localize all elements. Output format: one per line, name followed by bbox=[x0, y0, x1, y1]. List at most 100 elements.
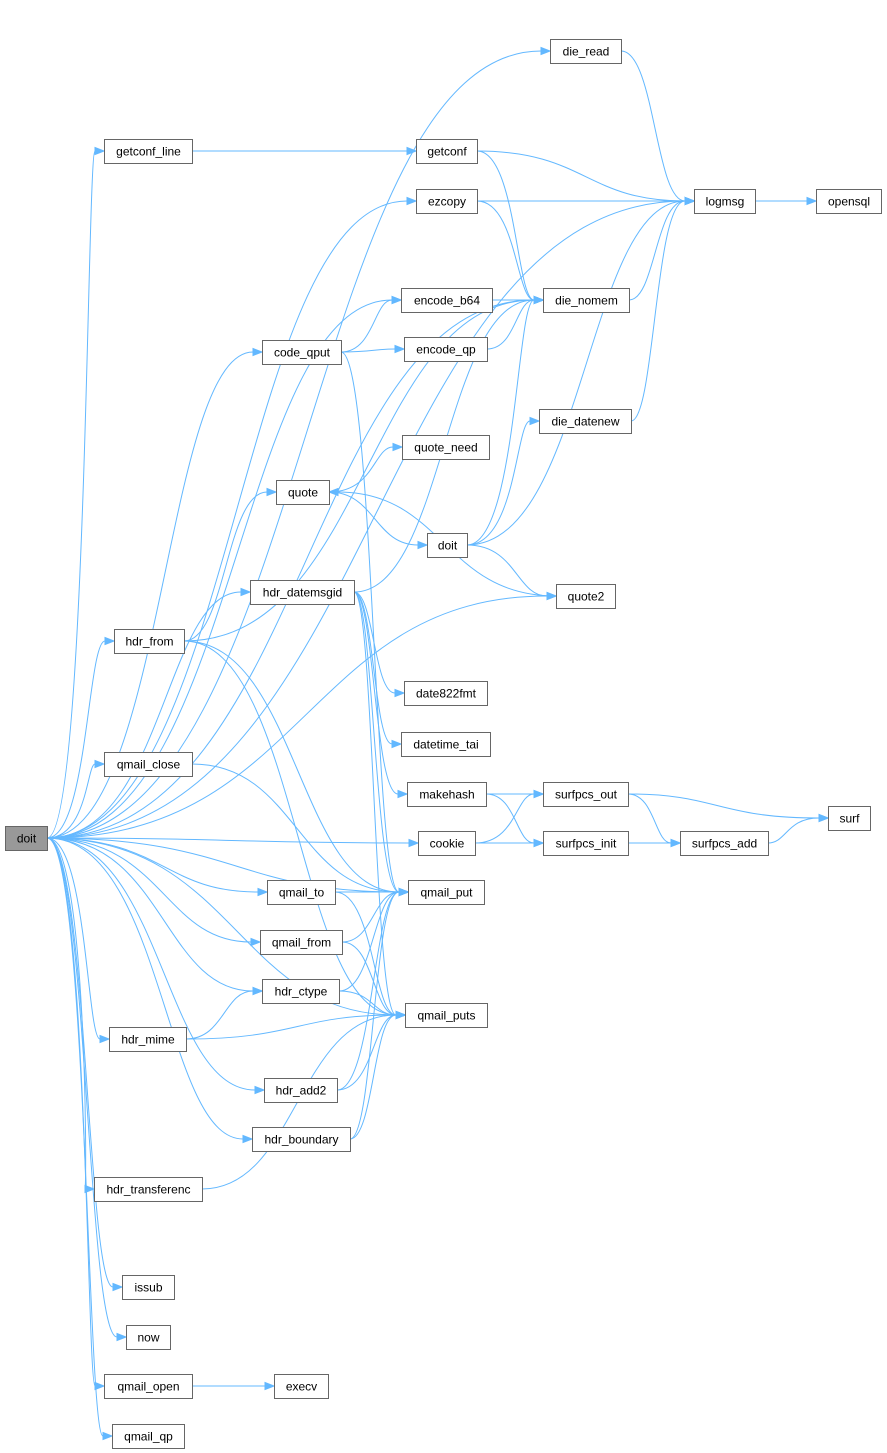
node-qmail_put[interactable]: qmail_put bbox=[408, 880, 485, 905]
edge-arrowhead bbox=[266, 487, 278, 497]
edge-doit_root-to-hdr_boundary bbox=[46, 837, 254, 1144]
node-qmail_close[interactable]: qmail_close bbox=[104, 752, 193, 777]
edge-doit2-to-logmsg bbox=[466, 196, 696, 546]
edge-line bbox=[46, 351, 254, 839]
node-box bbox=[407, 782, 487, 807]
node-qmail_to[interactable]: qmail_to bbox=[267, 880, 336, 905]
edge-arrowhead bbox=[417, 540, 429, 550]
edge-arrowhead bbox=[252, 986, 264, 996]
node-surf[interactable]: surf bbox=[828, 806, 871, 831]
edge-line bbox=[466, 299, 535, 546]
node-hdr_ctype[interactable]: hdr_ctype bbox=[262, 979, 340, 1004]
node-surfpcs_out[interactable]: surfpcs_out bbox=[543, 782, 629, 807]
node-doit_root: doit bbox=[5, 826, 48, 851]
node-label: quote bbox=[288, 486, 318, 500]
node-label: hdr_datemsgid bbox=[263, 586, 342, 600]
node-date822fmt[interactable]: date822fmt bbox=[404, 681, 488, 706]
node-label: doit bbox=[17, 832, 37, 846]
edge-line bbox=[328, 446, 394, 493]
node-getconf_line[interactable]: getconf_line bbox=[104, 139, 193, 164]
edge-line bbox=[46, 595, 548, 839]
node-label: execv bbox=[286, 1380, 317, 1394]
node-surfpcs_init[interactable]: surfpcs_init bbox=[543, 831, 629, 856]
edge-die_nomem-to-logmsg bbox=[628, 196, 696, 301]
node-now[interactable]: now bbox=[126, 1325, 171, 1350]
edge-line bbox=[183, 640, 400, 893]
node-label: encode_b64 bbox=[414, 294, 480, 308]
node-label: qmail_open bbox=[117, 1380, 179, 1394]
node-box bbox=[264, 1078, 338, 1103]
node-die_read[interactable]: die_read bbox=[550, 39, 622, 64]
node-hdr_from[interactable]: hdr_from bbox=[114, 629, 185, 654]
edge-line bbox=[353, 591, 399, 795]
edge-getconf-to-die_nomem bbox=[476, 150, 545, 305]
edge-line bbox=[334, 891, 397, 1016]
node-box bbox=[694, 189, 756, 214]
edge-line bbox=[183, 299, 535, 642]
node-hdr_mime[interactable]: hdr_mime bbox=[109, 1027, 187, 1052]
edge-line bbox=[46, 200, 686, 839]
node-die_datenew[interactable]: die_datenew bbox=[539, 409, 632, 434]
node-hdr_datemsgid[interactable]: hdr_datemsgid bbox=[250, 580, 355, 605]
edge-line bbox=[353, 591, 397, 1016]
edge-line bbox=[46, 200, 408, 839]
edge-arrowhead bbox=[540, 46, 552, 56]
node-label: qmail_to bbox=[279, 886, 325, 900]
node-hdr_add2[interactable]: hdr_add2 bbox=[264, 1078, 338, 1103]
edge-line bbox=[46, 837, 256, 1091]
edge-arrowhead bbox=[94, 1381, 106, 1391]
edge-hdr_ctype-to-qmail_put bbox=[338, 887, 410, 992]
edge-arrowhead bbox=[254, 1085, 266, 1095]
edge-doit_root-to-code_qput bbox=[46, 347, 264, 839]
node-doit2[interactable]: doit bbox=[427, 533, 468, 558]
node-label: hdr_transferenc bbox=[106, 1183, 190, 1197]
node-qmail_open[interactable]: qmail_open bbox=[104, 1374, 193, 1399]
edge-doit2-to-quote2 bbox=[466, 544, 558, 601]
node-ezcopy[interactable]: ezcopy bbox=[416, 189, 478, 214]
node-die_nomem[interactable]: die_nomem bbox=[543, 288, 630, 313]
node-label: surf bbox=[839, 812, 860, 826]
node-opensql[interactable]: opensql bbox=[816, 189, 882, 214]
node-label: surfpcs_out bbox=[555, 788, 618, 802]
node-code_qput[interactable]: code_qput bbox=[262, 340, 342, 365]
node-label: die_read bbox=[563, 45, 610, 59]
node-makehash[interactable]: makehash bbox=[407, 782, 487, 807]
edge-line bbox=[349, 891, 400, 1140]
node-datetime_tai[interactable]: datetime_tai bbox=[401, 732, 491, 757]
node-box bbox=[262, 979, 340, 1004]
node-label: logmsg bbox=[706, 195, 745, 209]
edge-line bbox=[353, 591, 396, 694]
node-qmail_from[interactable]: qmail_from bbox=[260, 930, 343, 955]
edge-line bbox=[46, 837, 118, 1338]
node-surfpcs_add[interactable]: surfpcs_add bbox=[680, 831, 769, 856]
node-box bbox=[543, 288, 630, 313]
edge-line bbox=[46, 837, 244, 1140]
node-hdr_transferenc[interactable]: hdr_transferenc bbox=[94, 1177, 203, 1202]
node-quote_need[interactable]: quote_need bbox=[402, 435, 490, 460]
node-label: issub bbox=[134, 1281, 162, 1295]
edge-hdr_from-to-quote bbox=[183, 487, 278, 642]
node-quote[interactable]: quote bbox=[276, 480, 330, 505]
node-qmail_puts[interactable]: qmail_puts bbox=[405, 1003, 488, 1028]
node-box bbox=[427, 533, 468, 558]
edge-doit_root-to-hdr_add2 bbox=[46, 837, 266, 1095]
node-getconf[interactable]: getconf bbox=[416, 139, 478, 164]
node-box bbox=[112, 1424, 185, 1449]
edge-line bbox=[476, 150, 535, 301]
edge-line bbox=[474, 793, 535, 844]
edge-line bbox=[485, 793, 535, 844]
node-qmail_qp[interactable]: qmail_qp bbox=[112, 1424, 185, 1449]
edge-arrowhead bbox=[406, 146, 418, 156]
node-encode_qp[interactable]: encode_qp bbox=[404, 337, 488, 362]
edge-line bbox=[340, 351, 400, 893]
node-quote2[interactable]: quote2 bbox=[556, 584, 616, 609]
node-issub[interactable]: issub bbox=[122, 1275, 175, 1300]
edge-hdr_from-to-qmail_put bbox=[183, 640, 410, 897]
node-box bbox=[680, 831, 769, 856]
edge-arrowhead bbox=[684, 196, 696, 206]
node-hdr_boundary[interactable]: hdr_boundary bbox=[252, 1127, 351, 1152]
node-logmsg[interactable]: logmsg bbox=[694, 189, 756, 214]
node-encode_b64[interactable]: encode_b64 bbox=[401, 288, 493, 313]
node-cookie[interactable]: cookie bbox=[418, 831, 476, 856]
node-execv[interactable]: execv bbox=[274, 1374, 329, 1399]
